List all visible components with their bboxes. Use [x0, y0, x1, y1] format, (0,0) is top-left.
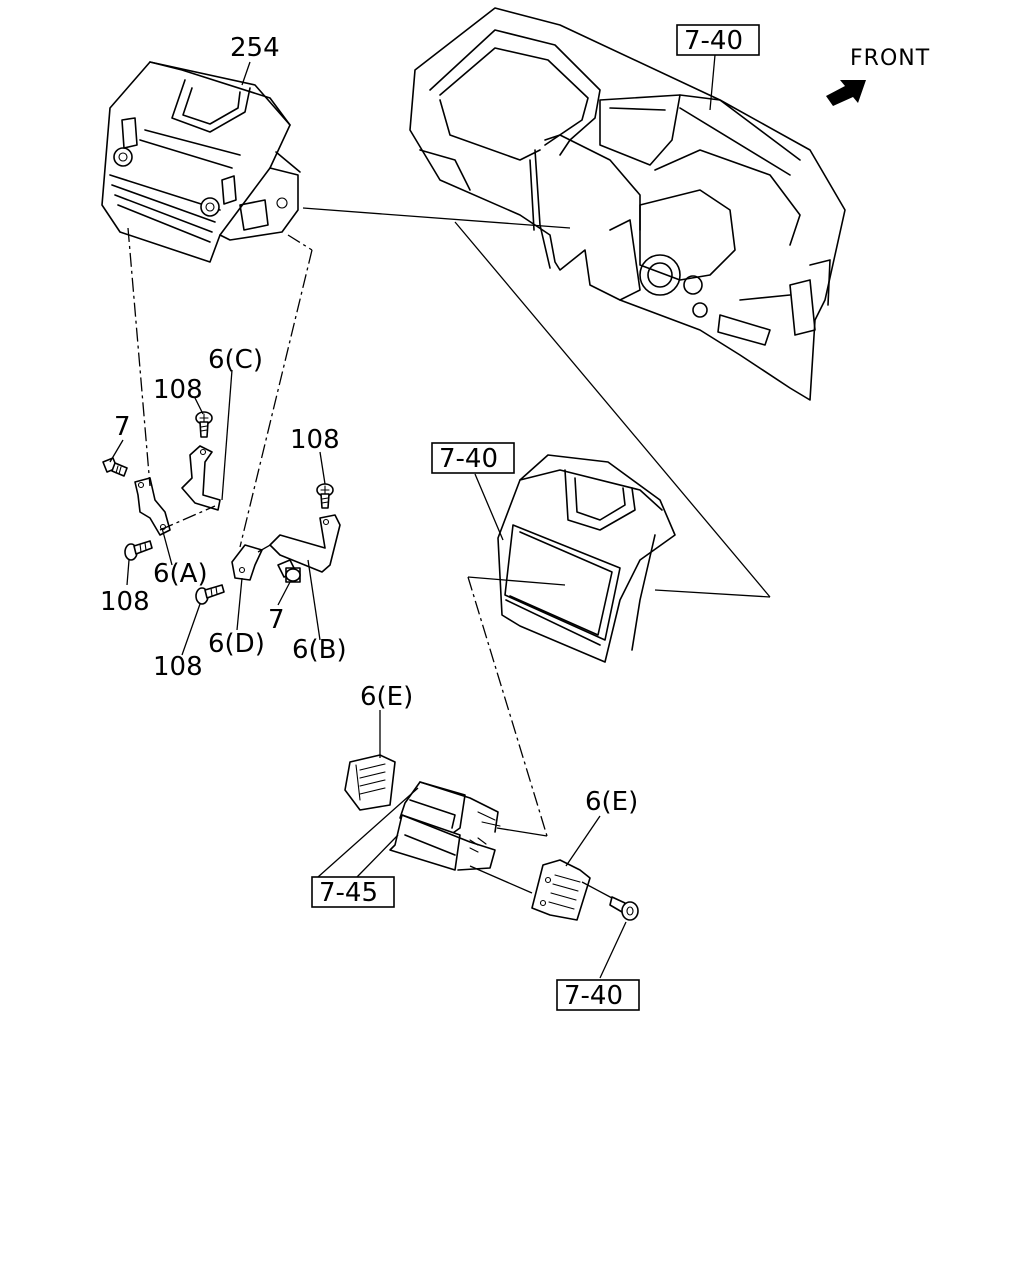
label-screw-108-c: 108 — [100, 587, 150, 617]
label-bracket-6e-lower: 6(E) — [585, 787, 638, 817]
screw-7-40-icon — [609, 896, 639, 921]
bracket-6a — [134, 477, 171, 536]
bracket-6e-lower — [531, 859, 591, 921]
label-screw-108-b: 108 — [290, 425, 340, 455]
label-bracket-6d: 6(D) — [208, 629, 265, 659]
label-bezel-ref: 7-40 — [439, 444, 498, 474]
ref-box-dash — [676, 24, 760, 56]
label-screw-ref: 7-40 — [564, 981, 623, 1011]
label-bolt-7-a: 7 — [114, 412, 131, 442]
screw-108-bottom-icon — [195, 584, 225, 605]
assembly-lines — [127, 227, 548, 837]
bolt-7-right-icon — [277, 559, 301, 583]
bolt-7-left-icon — [102, 457, 128, 477]
label-dash-ref: 7-40 — [684, 26, 743, 56]
ref-box-screw — [556, 979, 640, 1011]
bracket-6b — [269, 514, 341, 573]
label-radio-unit: 254 — [230, 33, 280, 63]
radio-head-unit — [101, 61, 301, 263]
screw-108-left-icon — [124, 540, 153, 561]
front-arrow-icon — [826, 80, 866, 106]
label-bolt-7-b: 7 — [268, 605, 285, 635]
storage-pocket — [389, 781, 501, 871]
screw-108-right-icon — [316, 483, 334, 509]
center-bezel-panel — [497, 454, 676, 663]
front-label: FRONT — [850, 46, 930, 71]
label-bracket-6e-upper: 6(E) — [360, 682, 413, 712]
bracket-6c — [181, 445, 221, 511]
ref-box-pocket — [311, 876, 395, 908]
label-screw-108-d: 108 — [153, 652, 203, 682]
instrument-panel — [409, 7, 846, 401]
bracket-6d — [231, 544, 263, 581]
label-bracket-6a: 6(A) — [153, 559, 208, 589]
screw-108-top-icon — [195, 411, 213, 438]
label-bracket-6b: 6(B) — [292, 635, 347, 665]
label-bracket-6c: 6(C) — [208, 345, 263, 375]
bracket-6e-upper — [344, 754, 396, 811]
label-screw-108-a: 108 — [153, 375, 203, 405]
leader-lines — [109, 54, 771, 979]
ref-box-bezel — [431, 442, 515, 474]
label-pocket-ref: 7-45 — [319, 878, 378, 908]
